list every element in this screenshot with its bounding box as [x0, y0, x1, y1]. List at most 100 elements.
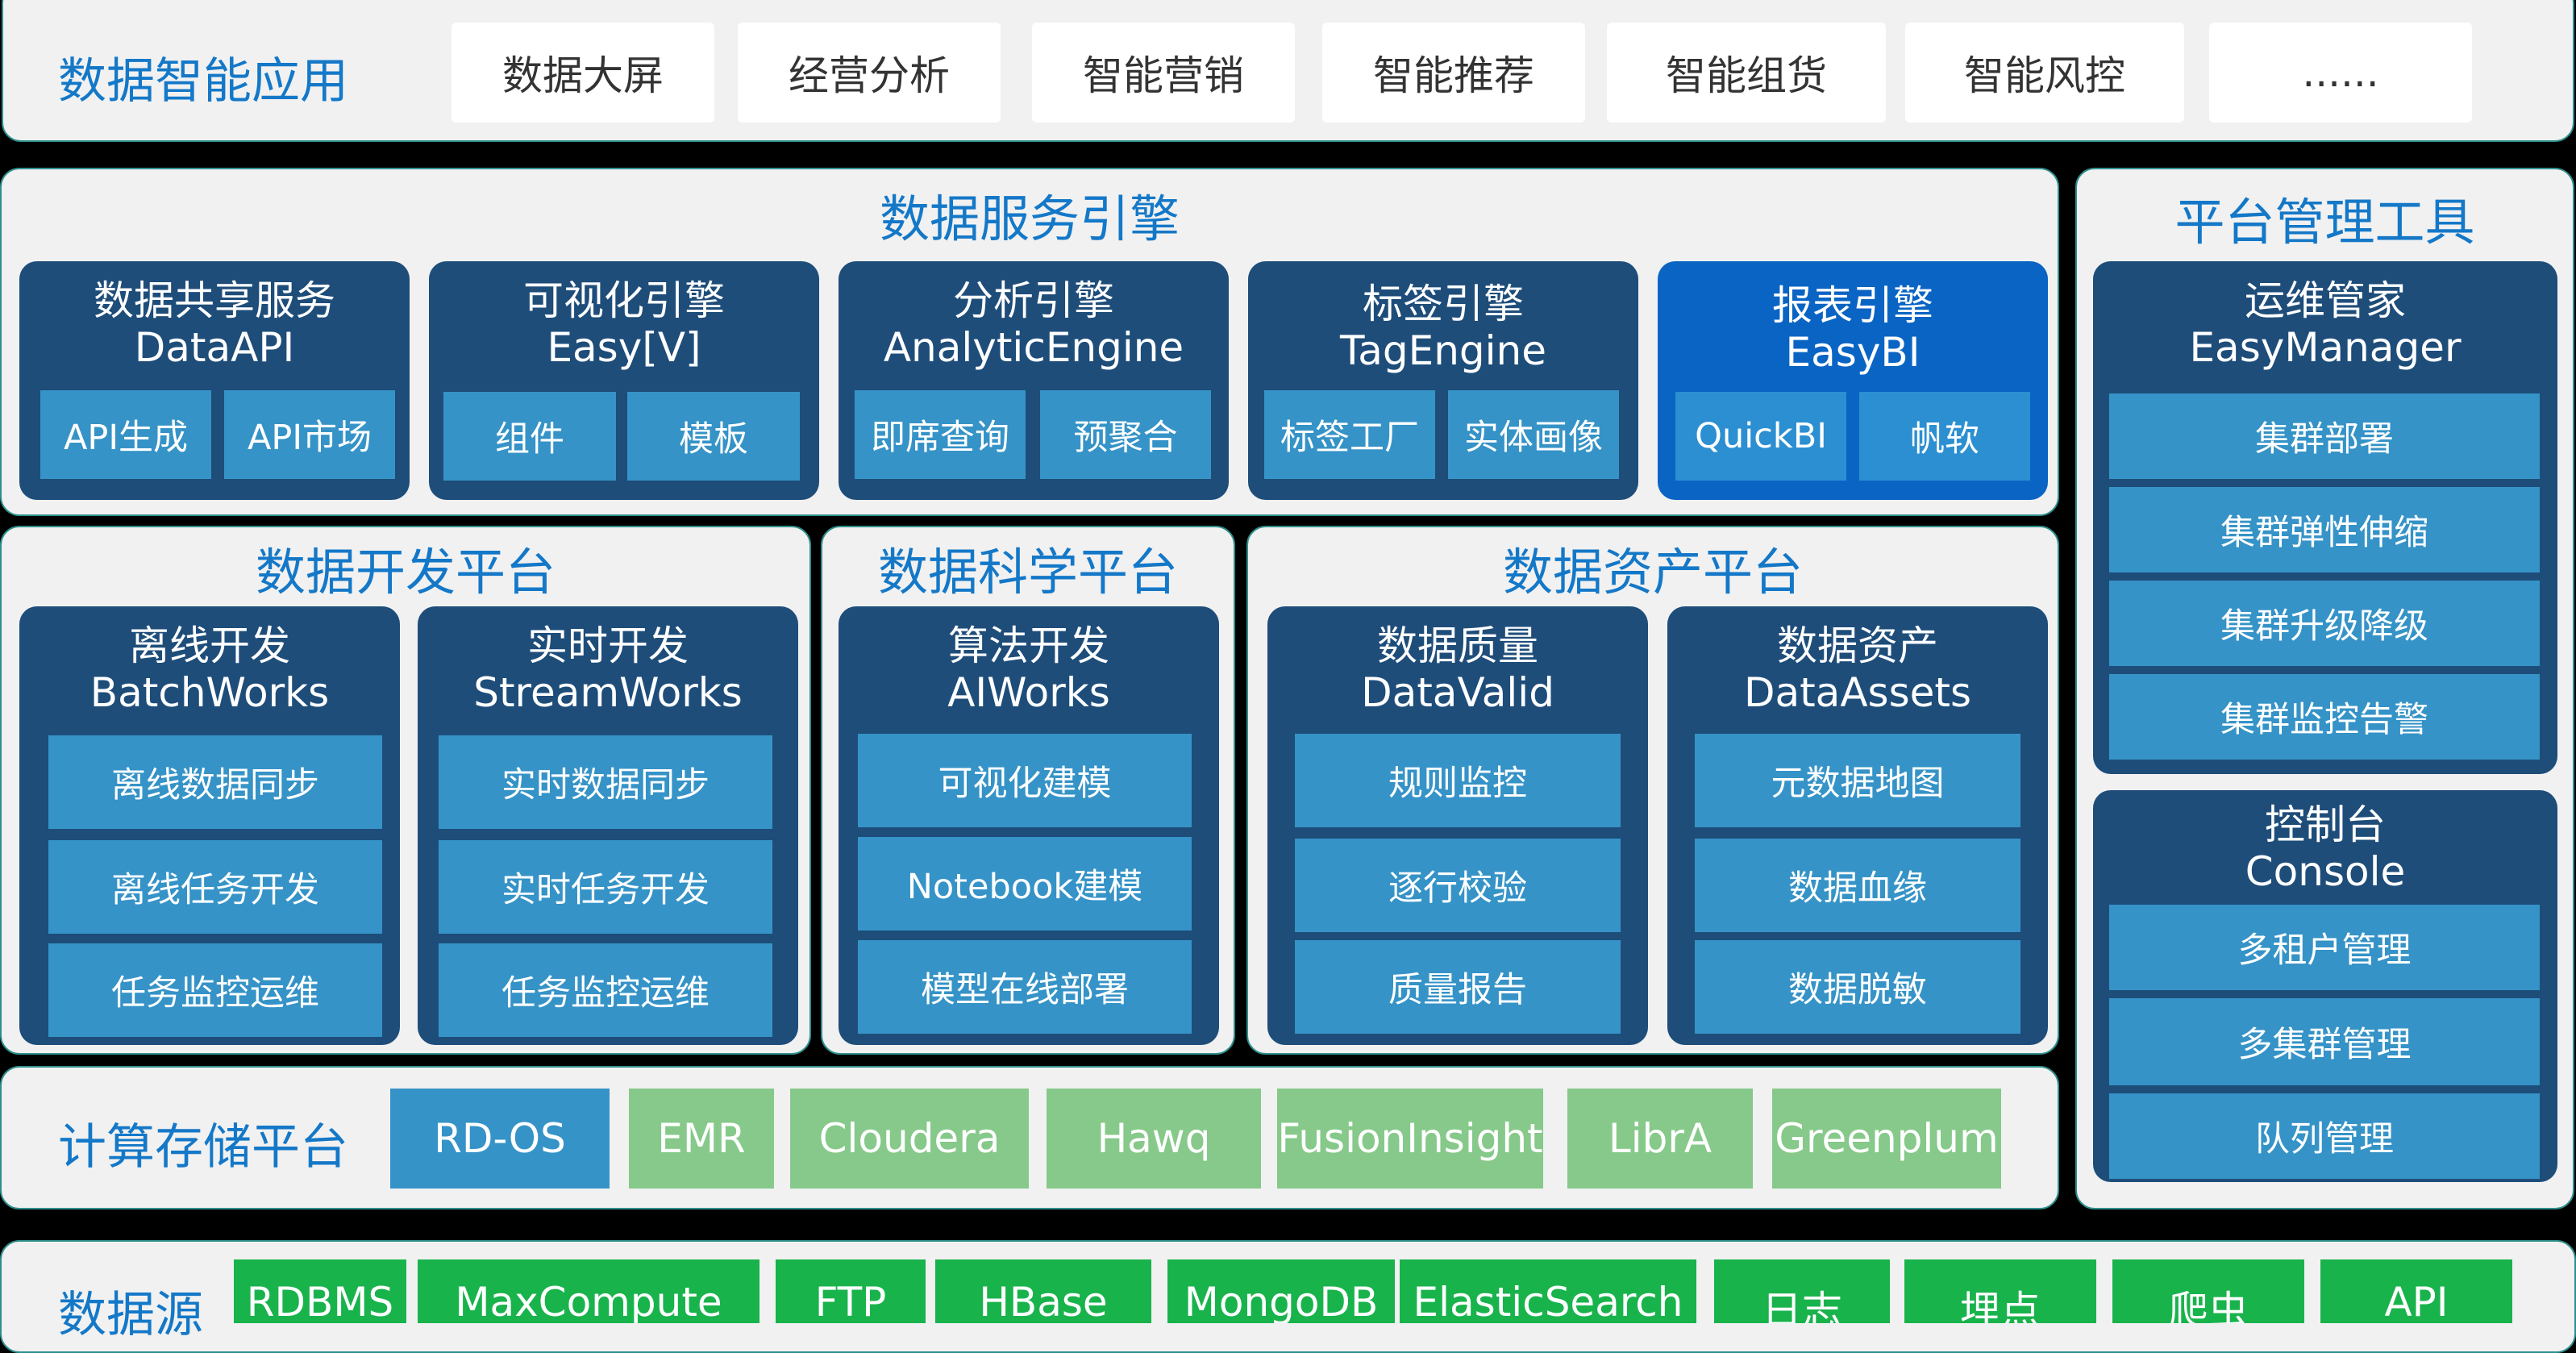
tile-tag-factory[interactable]: 标签工厂: [1264, 390, 1435, 479]
module-name: 数据质量: [1377, 622, 1538, 669]
tile-cluster-upgrade[interactable]: 集群升级降级: [2109, 581, 2540, 666]
engine-name: 数据共享服务: [94, 277, 335, 324]
tile-rule-monitor[interactable]: 规则监控: [1295, 734, 1621, 827]
module-name: 运维管家: [2245, 277, 2406, 324]
source-mongodb[interactable]: MongoDB: [1167, 1259, 1395, 1323]
module-en: EasyManager: [2189, 324, 2462, 371]
tile-quickbi[interactable]: QuickBI: [1675, 392, 1846, 481]
tile-fanruan[interactable]: 帆软: [1859, 392, 2030, 481]
science-platform-title: 数据科学平台: [877, 543, 1178, 602]
engine-name: 报表引擎: [1772, 282, 1933, 329]
source-api[interactable]: API: [2320, 1259, 2512, 1323]
tile-cluster-scaling[interactable]: 集群弹性伸缩: [2109, 487, 2540, 572]
module-en: DataValid: [1361, 669, 1554, 716]
source-hbase[interactable]: HBase: [935, 1259, 1151, 1323]
compute-storage-title: 计算存储平台: [58, 1119, 348, 1176]
source-crawler[interactable]: 爬虫: [2112, 1259, 2304, 1323]
tile-quality-report[interactable]: 质量报告: [1295, 940, 1621, 1034]
app-item-smart-recommend[interactable]: 智能推荐: [1322, 23, 1585, 123]
tile-pre-aggregation[interactable]: 预聚合: [1040, 390, 1211, 479]
app-item-business-analysis[interactable]: 经营分析: [738, 23, 1001, 123]
module-en: BatchWorks: [89, 669, 330, 716]
tile-entity-profile[interactable]: 实体画像: [1448, 390, 1619, 479]
dev-platform-title: 数据开发平台: [255, 543, 556, 602]
app-item-more[interactable]: ......: [2209, 23, 2472, 123]
tile-notebook-modeling[interactable]: Notebook建模: [858, 837, 1192, 930]
source-maxcompute[interactable]: MaxCompute: [418, 1259, 759, 1323]
tile-adhoc-query[interactable]: 即席查询: [855, 390, 1026, 479]
module-en: AIWorks: [947, 669, 1110, 716]
tile-offline-task-dev[interactable]: 离线任务开发: [48, 840, 382, 934]
tile-task-monitor-ops[interactable]: 任务监控运维: [48, 943, 382, 1037]
source-logs[interactable]: 日志: [1714, 1259, 1890, 1323]
asset-platform-title: 数据资产平台: [1502, 543, 1803, 602]
tile-realtime-sync[interactable]: 实时数据同步: [439, 735, 772, 829]
engine-name: 分析引擎: [953, 277, 1114, 324]
tile-multi-tenant[interactable]: 多租户管理: [2109, 905, 2540, 990]
engine-en: DataAPI: [134, 324, 295, 371]
module-name: 数据资产: [1777, 622, 1938, 669]
module-name: 实时开发: [527, 622, 689, 669]
tile-queue-mgmt[interactable]: 队列管理: [2109, 1093, 2540, 1179]
service-engine-title: 数据服务引擎: [879, 189, 1180, 248]
storage-cloudera[interactable]: Cloudera: [790, 1089, 1029, 1189]
engine-name: 可视化引擎: [523, 277, 725, 324]
data-source-title: 数据源: [58, 1287, 203, 1343]
mgmt-tools-title: 平台管理工具: [2174, 193, 2475, 252]
storage-greenplum[interactable]: Greenplum: [1772, 1089, 2001, 1189]
storage-hawq[interactable]: Hawq: [1047, 1089, 1261, 1189]
app-item-smart-risk[interactable]: 智能风控: [1905, 23, 2184, 123]
app-item-smart-marketing[interactable]: 智能营销: [1032, 23, 1295, 123]
storage-rd-os[interactable]: RD-OS: [390, 1089, 610, 1189]
engine-name: 标签引擎: [1363, 281, 1524, 327]
module-en: DataAssets: [1743, 669, 1972, 716]
engine-en: AnalyticEngine: [883, 324, 1184, 371]
tile-row-check[interactable]: 逐行校验: [1295, 839, 1621, 932]
source-tracking[interactable]: 埋点: [1904, 1259, 2096, 1323]
source-ftp[interactable]: FTP: [776, 1259, 926, 1323]
engine-en: Easy[V]: [547, 324, 701, 371]
tile-model-deploy[interactable]: 模型在线部署: [858, 940, 1192, 1034]
tile-cluster-deploy[interactable]: 集群部署: [2109, 393, 2540, 479]
tile-multi-cluster[interactable]: 多集群管理: [2109, 998, 2540, 1085]
tile-api-generate[interactable]: API生成: [40, 390, 211, 479]
storage-fusioninsight[interactable]: FusionInsight: [1277, 1089, 1543, 1189]
module-en: Console: [2245, 848, 2406, 895]
source-elasticsearch[interactable]: ElasticSearch: [1400, 1259, 1696, 1323]
tile-offline-sync[interactable]: 离线数据同步: [48, 735, 382, 829]
tile-cluster-alerts[interactable]: 集群监控告警: [2109, 674, 2540, 760]
module-en: StreamWorks: [473, 669, 743, 716]
engine-en: EasyBI: [1785, 329, 1921, 376]
module-name: 离线开发: [129, 622, 290, 669]
engine-en: TagEngine: [1339, 327, 1546, 374]
source-rdbms[interactable]: RDBMS: [234, 1259, 406, 1323]
tile-template[interactable]: 模板: [627, 392, 800, 481]
tile-data-lineage[interactable]: 数据血缘: [1695, 839, 2020, 932]
module-name: 控制台: [2265, 801, 2386, 848]
storage-emr[interactable]: EMR: [629, 1089, 774, 1189]
tile-metadata-map[interactable]: 元数据地图: [1695, 734, 2020, 827]
tile-component[interactable]: 组件: [443, 392, 616, 481]
tile-api-market[interactable]: API市场: [224, 390, 395, 479]
tile-visual-modeling[interactable]: 可视化建模: [858, 734, 1192, 827]
app-item-data-screen[interactable]: 数据大屏: [452, 23, 714, 123]
tile-task-monitor-ops-2[interactable]: 任务监控运维: [439, 943, 772, 1037]
app-layer-title: 数据智能应用: [58, 53, 348, 110]
app-item-smart-assortment[interactable]: 智能组货: [1607, 23, 1886, 123]
tile-data-masking[interactable]: 数据脱敏: [1695, 940, 2020, 1034]
storage-libra[interactable]: LibrA: [1567, 1089, 1753, 1189]
tile-realtime-task-dev[interactable]: 实时任务开发: [439, 840, 772, 934]
module-name: 算法开发: [948, 622, 1109, 669]
